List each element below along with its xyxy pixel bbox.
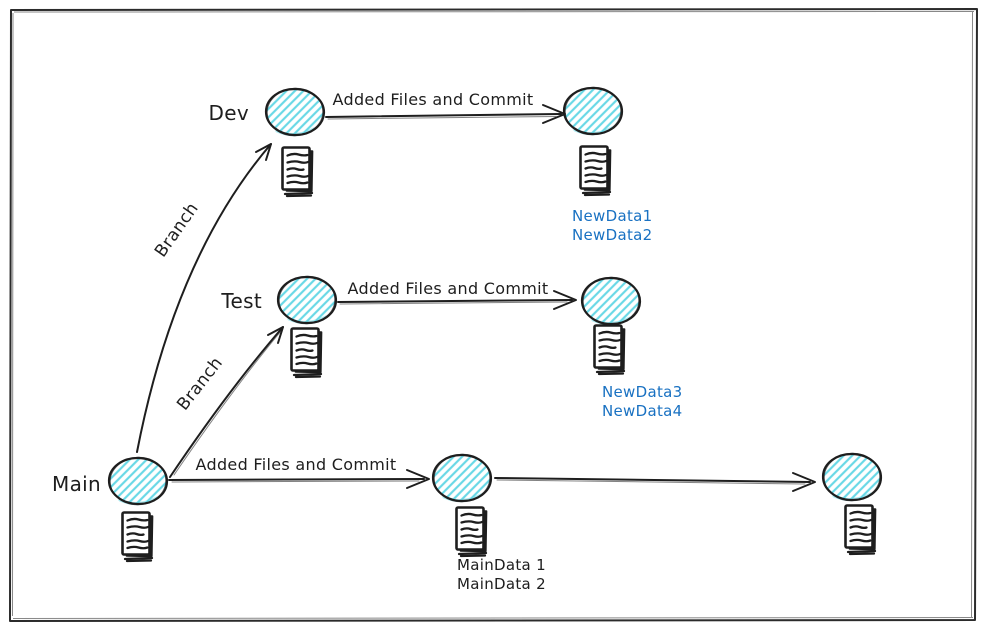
branch-arrow-main-to-test (169, 326, 284, 478)
commit-arrow-test (337, 290, 577, 310)
test-row: Test Added Files and Commit NewData3 New… (220, 273, 682, 420)
commit-node-main-end (820, 450, 884, 504)
data-label-newdata2: NewData2 (572, 226, 652, 244)
document-stack-icon (121, 511, 155, 563)
data-label-maindata2: MainData 2 (457, 575, 546, 593)
dev-row: Dev Added Files and Commit NewData1 NewD… (209, 84, 652, 244)
document-stack-icon (579, 145, 613, 197)
branch-arrow-label-test: Branch (173, 353, 227, 414)
arrow-label-test-commit: Added Files and Commit (348, 279, 549, 298)
commit-node-test-start (275, 273, 339, 327)
branch-arrow-label-dev: Branch (151, 199, 203, 261)
commit-node-test-end (579, 274, 643, 328)
data-label-newdata3: NewData3 (602, 383, 682, 401)
commit-node-main-start (106, 454, 170, 508)
commit-node-dev-start (263, 85, 327, 139)
document-stack-icon (844, 504, 878, 556)
commit-node-dev-end (561, 84, 625, 138)
commit-arrow-dev (325, 104, 566, 124)
main-row: Main Added Files and Commit MainData 1 M… (52, 450, 884, 593)
branch-label-dev: Dev (209, 101, 249, 125)
arrow-label-main-commit: Added Files and Commit (196, 455, 397, 474)
arrow-label-dev-commit: Added Files and Commit (333, 90, 534, 109)
data-label-maindata1: MainData 1 (457, 556, 546, 574)
branch-label-main: Main (52, 472, 101, 496)
document-stack-icon (281, 146, 315, 198)
branch-label-test: Test (220, 289, 262, 313)
document-stack-icon (290, 327, 324, 379)
data-label-newdata4: NewData4 (602, 402, 682, 420)
data-label-newdata1: NewData1 (572, 207, 652, 225)
commit-arrow-main-2 (494, 472, 816, 492)
branch-arrow-main-to-dev (136, 143, 272, 453)
commit-node-main-mid (430, 451, 494, 505)
canvas-border (9, 8, 978, 622)
document-stack-icon (593, 324, 627, 376)
commit-arrow-main-1 (168, 469, 430, 489)
document-stack-icon (455, 506, 489, 558)
